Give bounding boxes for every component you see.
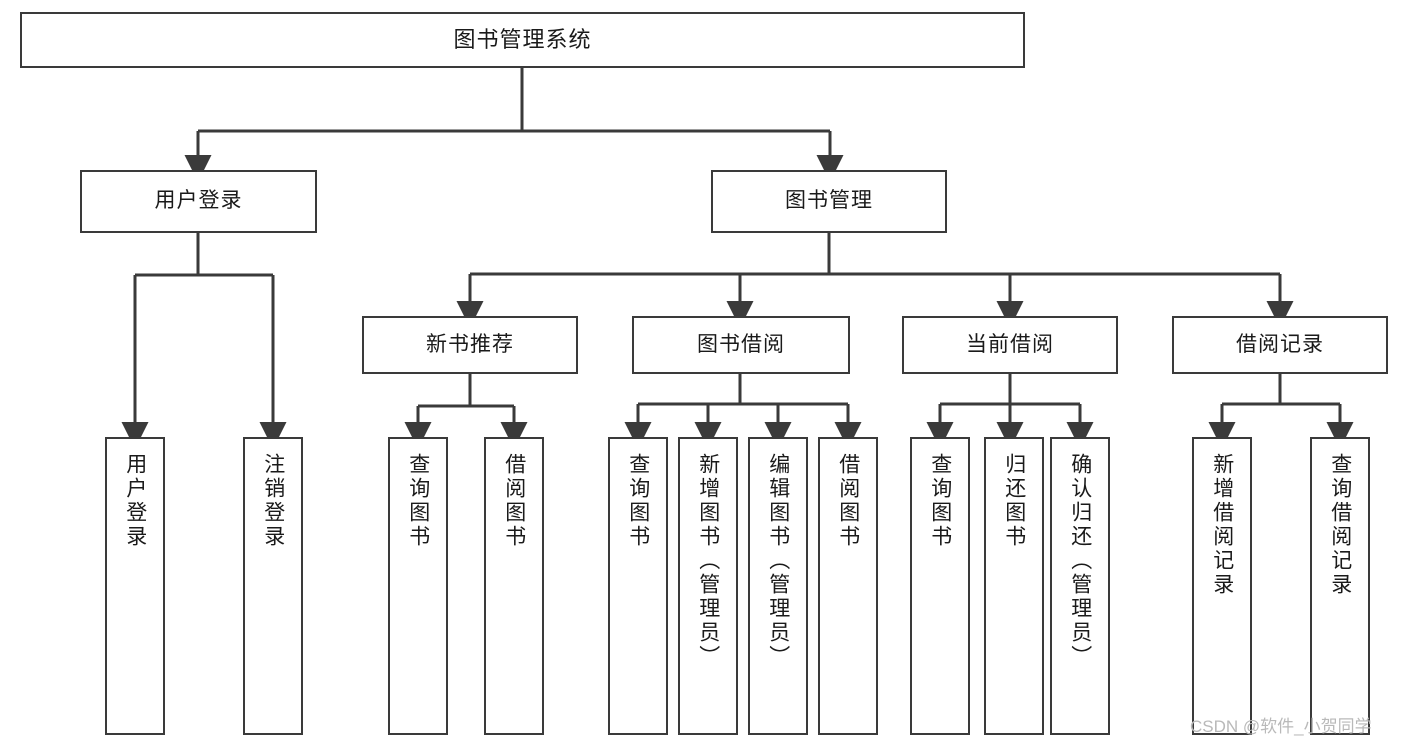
node-label: 图书管理 bbox=[785, 189, 873, 213]
node-current-borrow[interactable]: 当前借阅 bbox=[902, 316, 1118, 374]
node-label: 用户登录 bbox=[123, 453, 147, 549]
node-label: 借阅记录 bbox=[1236, 332, 1324, 356]
node-label: 确认归还（管理员） bbox=[1068, 453, 1092, 669]
node-label: 用户登录 bbox=[154, 189, 243, 213]
leaf-edit-book-admin[interactable]: 编辑图书（管理员） bbox=[748, 437, 808, 735]
node-label: 图书管理系统 bbox=[453, 27, 592, 53]
leaf-return-book[interactable]: 归还图书 bbox=[984, 437, 1044, 735]
node-label: 新增借阅记录 bbox=[1210, 453, 1234, 597]
node-label: 编辑图书（管理员） bbox=[766, 453, 790, 669]
leaf-confirm-return-admin[interactable]: 确认归还（管理员） bbox=[1050, 437, 1110, 735]
node-label: 借阅图书 bbox=[836, 453, 860, 549]
node-label: 新增图书（管理员） bbox=[696, 453, 720, 669]
node-label: 图书借阅 bbox=[697, 332, 785, 356]
leaf-add-borrow-record[interactable]: 新增借阅记录 bbox=[1192, 437, 1252, 735]
leaf-borrow-book[interactable]: 借阅图书 bbox=[818, 437, 878, 735]
node-label: 归还图书 bbox=[1002, 453, 1026, 549]
node-label: 查询图书 bbox=[928, 453, 952, 549]
node-label: 查询图书 bbox=[626, 453, 650, 549]
node-label: 当前借阅 bbox=[966, 332, 1054, 356]
node-root[interactable]: 图书管理系统 bbox=[20, 12, 1025, 68]
node-book-management[interactable]: 图书管理 bbox=[711, 170, 947, 233]
leaf-query-borrow-record[interactable]: 查询借阅记录 bbox=[1310, 437, 1370, 735]
leaf-query-book-recommend[interactable]: 查询图书 bbox=[388, 437, 448, 735]
leaf-logout[interactable]: 注销登录 bbox=[243, 437, 303, 735]
node-label: 查询图书 bbox=[406, 453, 430, 549]
leaf-query-book-current[interactable]: 查询图书 bbox=[910, 437, 970, 735]
node-new-book-recommend[interactable]: 新书推荐 bbox=[362, 316, 578, 374]
leaf-query-book-borrow[interactable]: 查询图书 bbox=[608, 437, 668, 735]
node-user-login[interactable]: 用户登录 bbox=[80, 170, 317, 233]
leaf-borrow-book-recommend[interactable]: 借阅图书 bbox=[484, 437, 544, 735]
leaf-user-login[interactable]: 用户登录 bbox=[105, 437, 165, 735]
node-label: 查询借阅记录 bbox=[1328, 453, 1352, 597]
node-borrow-record[interactable]: 借阅记录 bbox=[1172, 316, 1388, 374]
node-book-borrow[interactable]: 图书借阅 bbox=[632, 316, 850, 374]
leaf-add-book-admin[interactable]: 新增图书（管理员） bbox=[678, 437, 738, 735]
node-label: 新书推荐 bbox=[426, 332, 514, 356]
node-label: 借阅图书 bbox=[502, 453, 526, 549]
node-label: 注销登录 bbox=[261, 453, 285, 549]
